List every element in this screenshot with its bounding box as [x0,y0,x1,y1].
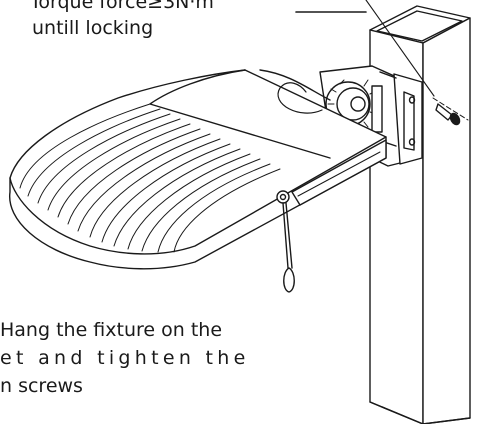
instruction-line-1: Hang the fixture on the [0,319,223,341]
locking-label: untill locking [32,17,154,39]
torque-label: Torque force≥3N·m [30,0,214,13]
screw-icon [432,97,469,126]
light-fixture [9,69,387,293]
heat-sink-fins [19,103,281,253]
instruction-line-2: et and tighten the [0,347,250,369]
torque-leader-line [295,0,435,97]
instruction-line-3: n screws [0,375,83,397]
square-pole [369,5,471,424]
